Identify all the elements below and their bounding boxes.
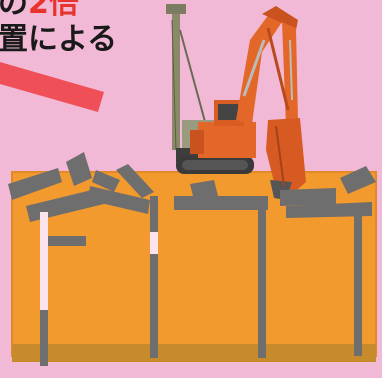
headline-line2: 置による bbox=[0, 22, 118, 57]
excavator-icon bbox=[176, 6, 306, 200]
ground-bottom-strip bbox=[12, 344, 376, 362]
headline-line1: の2倍 bbox=[0, 0, 117, 22]
headline: の2倍 置による bbox=[0, 0, 117, 58]
headline-line1-accent: 2倍 bbox=[28, 0, 79, 21]
headline-line1-prefix: の bbox=[0, 0, 28, 21]
accent-stripe bbox=[0, 62, 104, 112]
support-columns bbox=[40, 196, 362, 366]
